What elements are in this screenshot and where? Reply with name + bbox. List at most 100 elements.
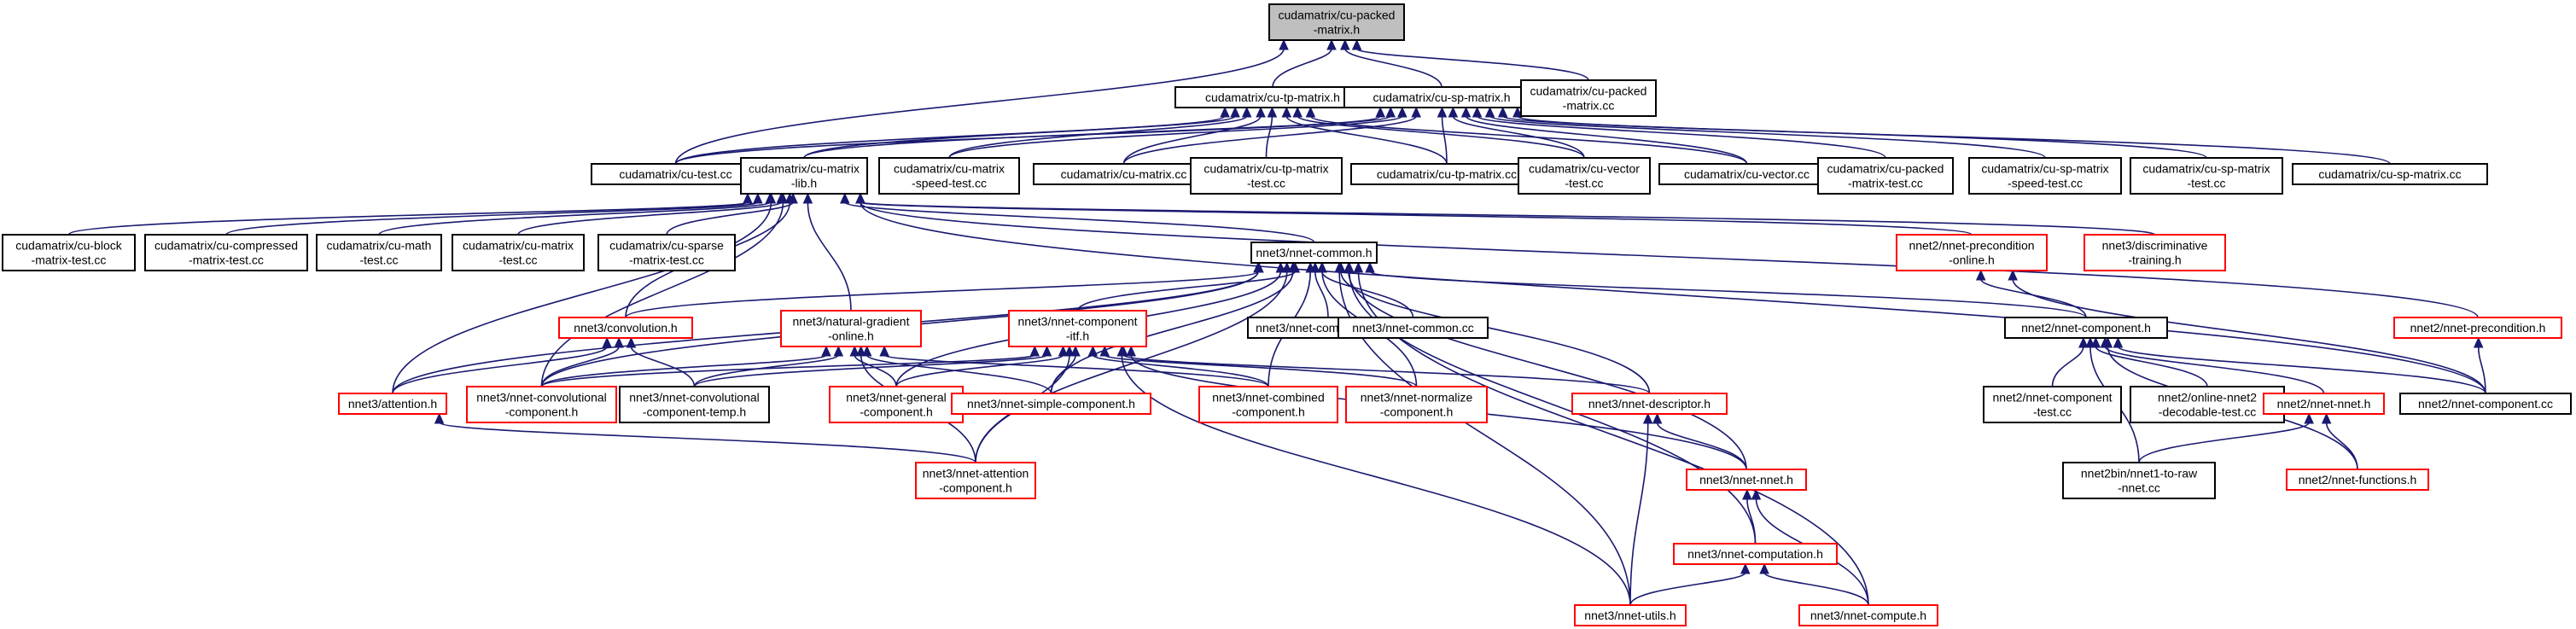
file-node-cu-matrix-lib-h[interactable]: cudamatrix/cu-matrix-lib.h — [740, 157, 868, 195]
dependency-edge — [2138, 412, 2314, 463]
file-node-cu-compressed-matrix-test-cc[interactable]: cudamatrix/cu-compressed-matrix-test.cc — [144, 234, 308, 271]
arrowhead-icon — [778, 192, 789, 204]
arrowhead-icon — [1353, 261, 1364, 273]
node-box — [1338, 317, 1489, 339]
arrowhead-icon — [784, 192, 796, 204]
file-node-nnet2-nnet-component-test-cc[interactable]: nnet2/nnet-component-test.cc — [1983, 386, 2122, 423]
arrowhead-icon — [855, 345, 866, 357]
arrowhead-icon — [2008, 269, 2018, 281]
file-node-natural-gradient-online-h[interactable]: nnet3/natural-gradient-online.h — [780, 310, 922, 347]
node-box — [338, 393, 447, 415]
file-node-online-nnet2-decodable-test-cc[interactable]: nnet2/online-nnet2-decodable-test.cc — [2130, 386, 2285, 423]
node-box — [316, 234, 442, 271]
node-label: cudamatrix/cu-tp-matrix.cc — [1377, 167, 1517, 181]
node-box — [878, 157, 1020, 195]
arrowhead-icon — [2113, 336, 2124, 348]
file-node-nnet-utils-h[interactable]: nnet3/nnet-utils.h — [1574, 604, 1687, 626]
node-label: nnet3/nnet-normalize — [1361, 391, 1473, 405]
file-node-cu-packed-matrix-test-cc[interactable]: cudamatrix/cu-packed-matrix-test.cc — [1817, 157, 1954, 195]
file-node-nnet-general-component-h[interactable]: nnet3/nnet-general-component.h — [829, 386, 964, 423]
file-node-cu-packed-matrix-cc[interactable]: cudamatrix/cu-packed-matrix.cc — [1520, 79, 1657, 117]
file-node-nnet2-nnet-component-cc[interactable]: nnet2/nnet-component.cc — [2399, 393, 2572, 415]
file-node-cu-sp-matrix-cc[interactable]: cudamatrix/cu-sp-matrix.cc — [2292, 163, 2488, 185]
file-node-cu-packed-matrix-h[interactable]: cudamatrix/cu-packed-matrix.h — [1268, 3, 1405, 41]
file-node-cu-vector-cc[interactable]: cudamatrix/cu-vector.cc — [1658, 163, 1835, 185]
file-node-cu-sp-matrix-test-cc[interactable]: cudamatrix/cu-sp-matrix-test.cc — [2130, 157, 2283, 195]
file-node-nnet-simple-component-h[interactable]: nnet3/nnet-simple-component.h — [951, 393, 1151, 415]
node-label: cudamatrix/cu-matrix.cc — [1061, 167, 1187, 181]
node-label: -test.cc — [359, 253, 398, 267]
edge-line — [540, 354, 827, 387]
file-node-cu-tp-matrix-cc[interactable]: cudamatrix/cu-tp-matrix.cc — [1350, 163, 1543, 185]
file-node-cu-matrix-cc[interactable]: cudamatrix/cu-matrix.cc — [1033, 163, 1215, 185]
file-node-discriminative-training-h[interactable]: nnet3/discriminative-training.h — [2084, 234, 2226, 271]
file-node-cu-sp-matrix-speed-test-cc[interactable]: cudamatrix/cu-sp-matrix-speed-test.cc — [1968, 157, 2122, 195]
file-node-nnet-convolutional-component-h[interactable]: nnet3/nnet-convolutional-component.h — [466, 386, 617, 423]
file-node-nnet-common-h[interactable]: nnet3/nnet-common.h — [1250, 242, 1378, 264]
file-node-nnet-computation-h[interactable]: nnet3/nnet-computation.h — [1673, 543, 1838, 565]
file-node-nnet-nnet-h[interactable]: nnet3/nnet-nnet.h — [1686, 469, 1807, 491]
file-node-nnet2-precondition-online-h[interactable]: nnet2/nnet-precondition-online.h — [1896, 234, 2048, 271]
node-box — [2062, 462, 2216, 499]
node-label: -speed-test.cc — [912, 177, 987, 190]
arrowhead-icon — [626, 336, 637, 348]
file-node-nnet-attention-component-h[interactable]: nnet3/nnet-attention-component.h — [915, 462, 1036, 499]
arrowhead-icon — [1334, 261, 1344, 273]
file-node-cu-math-test-cc[interactable]: cudamatrix/cu-math-test.cc — [316, 234, 442, 271]
dependency-edge — [1050, 345, 1081, 394]
node-label: nnet2/nnet-precondition — [1909, 239, 2034, 253]
file-node-convolution-h[interactable]: nnet3/convolution.h — [558, 317, 693, 339]
edge-line — [860, 201, 2479, 318]
edge-line — [378, 201, 771, 236]
dependency-edge — [1484, 106, 2046, 159]
edge-line — [1441, 115, 1448, 165]
file-node-nnet2-precondition-h[interactable]: nnet2/nnet-precondition.h — [2393, 317, 2562, 339]
arrowhead-icon — [1041, 345, 1052, 357]
file-node-cu-tp-matrix-test-cc[interactable]: cudamatrix/cu-tp-matrix-test.cc — [1190, 157, 1343, 195]
file-node-nnet-component-itf-h[interactable]: nnet3/nnet-component-itf.h — [1008, 310, 1147, 347]
dependency-edge — [855, 192, 2479, 318]
node-box — [466, 386, 617, 423]
node-label: nnet2/nnet-component.cc — [2418, 397, 2553, 411]
file-node-cu-matrix-test-cc[interactable]: cudamatrix/cu-matrix-test.cc — [452, 234, 585, 271]
edge-line — [693, 354, 840, 387]
dependency-edge — [803, 106, 1240, 159]
node-label: cudamatrix/cu-sp-matrix.h — [1373, 90, 1510, 104]
file-node-nnet-descriptor-h[interactable]: nnet3/nnet-descriptor.h — [1571, 393, 1728, 415]
file-node-nnet2-nnet-functions-h[interactable]: nnet2/nnet-functions.h — [2286, 469, 2429, 491]
node-label: -test.cc — [1247, 177, 1285, 190]
file-node-cu-sparse-matrix-test-cc[interactable]: cudamatrix/cu-sparse-matrix-test.cc — [597, 234, 736, 271]
file-node-nnet-common-cc[interactable]: nnet3/nnet-common.cc — [1338, 317, 1489, 339]
node-box — [2084, 234, 2226, 271]
node-label: nnet3/nnet-computation.h — [1687, 547, 1823, 561]
file-node-attention-h[interactable]: nnet3/attention.h — [338, 393, 447, 415]
file-node-cu-tp-matrix-h[interactable]: cudamatrix/cu-tp-matrix.h — [1174, 86, 1371, 108]
node-label: cudamatrix/cu-sparse — [609, 239, 724, 253]
file-node-cu-sp-matrix-h[interactable]: cudamatrix/cu-sp-matrix.h — [1343, 86, 1540, 108]
file-node-cu-matrix-speed-test-cc[interactable]: cudamatrix/cu-matrix-speed-test.cc — [878, 157, 1020, 195]
file-node-nnet-convolutional-component-temp-h[interactable]: nnet3/nnet-convolutional-component-temp.… — [619, 386, 770, 423]
node-label: nnet3/nnet-general — [846, 391, 947, 405]
file-node-nnet-combined-component-h[interactable]: nnet3/nnet-combined-component.h — [1198, 386, 1338, 423]
file-node-cu-vector-test-cc[interactable]: cudamatrix/cu-vector-test.cc — [1518, 157, 1651, 195]
file-node-cu-block-matrix-test-cc[interactable]: cudamatrix/cu-block-matrix-test.cc — [2, 234, 136, 271]
file-node-nnet1-to-raw-nnet-cc[interactable]: nnet2bin/nnet1-to-raw-nnet.cc — [2062, 462, 2216, 499]
dependency-edge — [1334, 261, 1631, 606]
file-node-nnet2-nnet-nnet-h[interactable]: nnet2/nnet-nnet.h — [2263, 393, 2385, 415]
arrowhead-icon — [1497, 106, 1508, 118]
node-label: nnet3/nnet-common.h — [1256, 246, 1372, 259]
edge-line — [540, 201, 784, 387]
file-node-nnet-normalize-component-h[interactable]: nnet3/nnet-normalize-component.h — [1345, 386, 1488, 423]
file-node-nnet-compute-h[interactable]: nnet3/nnet-compute.h — [1798, 604, 1938, 626]
node-box — [452, 234, 585, 271]
dependency-edge — [540, 345, 831, 387]
file-node-cu-test-cc[interactable]: cudamatrix/cu-test.cc — [591, 163, 761, 185]
dependency-edge — [1281, 106, 1448, 165]
edge-line — [2117, 346, 2486, 394]
node-label: nnet3/nnet-utils.h — [1584, 609, 1676, 622]
file-node-nnet2-nnet-component-h[interactable]: nnet2/nnet-component.h — [2004, 317, 2168, 339]
edge-line — [438, 422, 976, 463]
dependency-edge — [1472, 106, 1886, 159]
node-label: nnet2/nnet-component — [1992, 391, 2112, 405]
node-label: -matrix-test.cc — [189, 253, 264, 267]
